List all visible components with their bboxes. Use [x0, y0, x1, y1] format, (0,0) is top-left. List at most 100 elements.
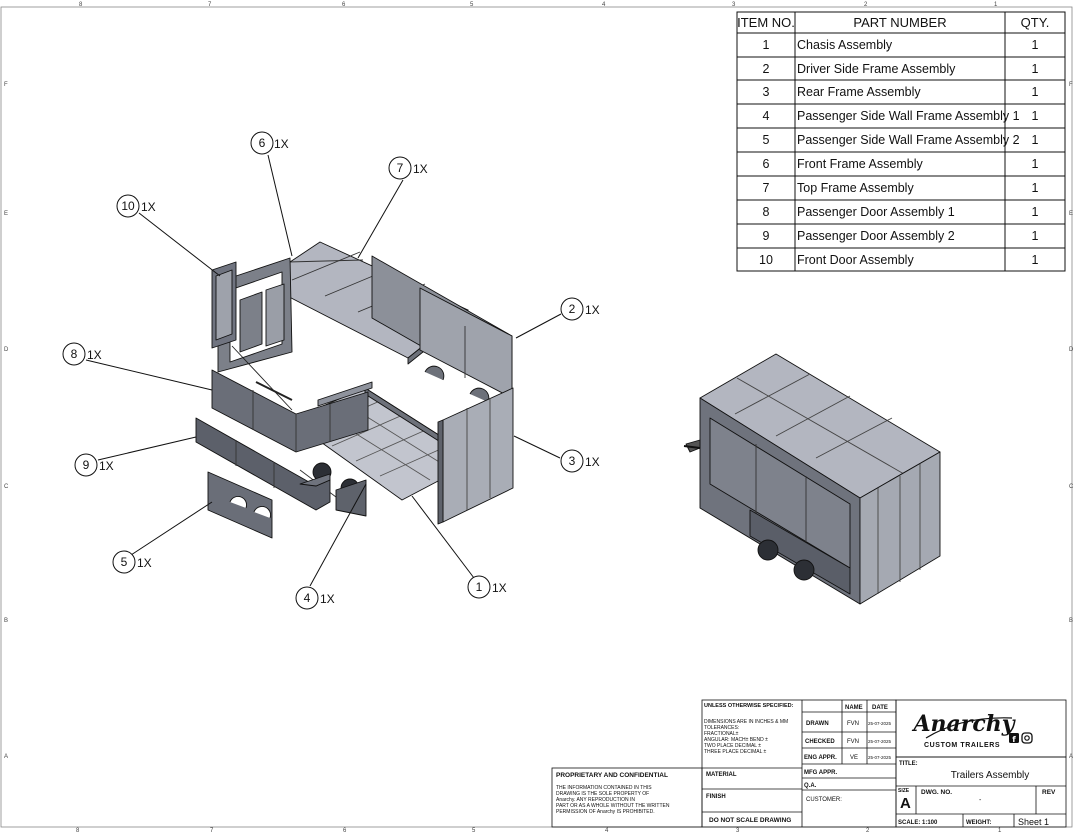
size-value: A — [900, 795, 911, 812]
eng-appr-label: ENG APPR. — [804, 755, 837, 761]
ruler-side-label: A — [1069, 754, 1073, 760]
ruler-side-label: A — [4, 754, 8, 760]
bom-item-no: 6 — [763, 157, 770, 171]
trailer-wheel — [757, 539, 779, 561]
balloons: 6 1X 7 1X 10 1X 2 1X 8 1X 3 1X — [62, 131, 600, 610]
passenger-side-wall-1-part — [335, 479, 367, 517]
date-col-header: DATE — [872, 705, 888, 711]
ruler-bottom-label: 6 — [343, 828, 347, 833]
bom-qty: 1 — [1032, 181, 1039, 195]
balloon-number: 8 — [71, 347, 78, 361]
balloon-number: 6 — [259, 136, 266, 150]
instagram-icon — [1021, 732, 1033, 744]
facebook-icon: f — [1009, 733, 1019, 744]
ruler-side-label: F — [4, 82, 8, 88]
bom-qty: 1 — [1032, 109, 1039, 123]
ruler-side-label: B — [4, 618, 8, 624]
checked-date: 25-07-2025 — [868, 739, 892, 744]
proprietary-line: Anarchy. ANY REPRODUCTION IN — [556, 797, 635, 803]
eng-appr-name: VE — [850, 755, 858, 761]
ruler-side-label: E — [1069, 211, 1073, 217]
balloon-number: 2 — [569, 302, 576, 316]
front-door-part — [211, 261, 237, 349]
bom-header-qty: QTY. — [1021, 15, 1050, 30]
ruler-bottom: 8 7 6 5 4 3 2 1 — [76, 828, 1002, 833]
material-label: MATERIAL — [706, 772, 737, 778]
bom-item-no: 2 — [763, 62, 770, 76]
balloon-number: 7 — [397, 161, 404, 175]
two-place-note: TWO PLACE DECIMAL ± — [704, 743, 761, 749]
bom-item-no: 5 — [763, 133, 770, 147]
svg-text:f: f — [1012, 735, 1016, 744]
bom-part-number: Chasis Assembly — [797, 38, 893, 52]
bom-part-number: Rear Frame Assembly — [797, 85, 921, 99]
balloon-qty: 1X — [492, 581, 507, 595]
bom-qty: 1 — [1032, 253, 1039, 267]
company-logo: Anarchy CUSTOM TRAILERS f — [911, 711, 1033, 749]
bom-qty: 1 — [1032, 157, 1039, 171]
ruler-bottom-label: 8 — [76, 828, 80, 833]
bom-qty: 1 — [1032, 133, 1039, 147]
balloon-number: 9 — [83, 458, 90, 472]
three-place-note: THREE PLACE DECIMAL ± — [704, 749, 767, 755]
balloon-qty: 1X — [585, 303, 600, 317]
rev-label: REV — [1042, 789, 1056, 796]
bom-part-number: Passenger Door Assembly 2 — [797, 229, 955, 243]
angular-note: ANGULAR: MACH± BEND ± — [704, 737, 768, 743]
mfg-appr-label: MFG APPR. — [804, 770, 837, 776]
bom-item-no: 8 — [763, 205, 770, 219]
ruler-top-label: 5 — [470, 2, 474, 8]
ruler-top-label: 3 — [732, 2, 736, 8]
proprietary-line: PART OR AS A WHOLE WITHOUT THE WRITTEN — [556, 803, 670, 809]
passenger-door-2-part — [195, 417, 331, 511]
ruler-top-label: 8 — [79, 2, 83, 8]
finish-label: FINISH — [706, 794, 726, 800]
logo-script: Anarchy — [911, 711, 1016, 737]
drawn-date: 25-07-2025 — [868, 721, 892, 726]
balloon-number: 4 — [304, 591, 311, 605]
bom-header-item: ITEM NO. — [737, 15, 795, 30]
ruler-top-label: 4 — [602, 2, 606, 8]
bom-table: ITEM NO. PART NUMBER QTY. 1 Chasis Assem… — [736, 11, 1066, 272]
ruler-bottom-label: 4 — [605, 828, 609, 833]
ruler-bottom-label: 5 — [472, 828, 476, 833]
checked-name: FVN — [847, 739, 859, 745]
title-block — [551, 699, 1067, 828]
checked-label: CHECKED — [805, 739, 835, 745]
proprietary-heading: PROPRIETARY AND CONFIDENTIAL — [556, 772, 668, 779]
balloon-qty: 1X — [320, 592, 335, 606]
bom-part-number: Passenger Side Wall Frame Assembly 1 — [797, 109, 1020, 123]
bom-part-number: Driver Side Frame Assembly — [797, 62, 956, 76]
ruler-side-label: E — [4, 211, 8, 217]
passenger-door-1-part — [211, 369, 369, 453]
ruler-top-label: 7 — [208, 2, 212, 8]
bom-item-no: 1 — [763, 38, 770, 52]
ruler-side-label: D — [1069, 347, 1074, 353]
driver-side-frame-part — [371, 255, 513, 403]
balloon-4: 4 1X — [295, 586, 335, 610]
balloon-qty: 1X — [87, 348, 102, 362]
balloon-qty: 1X — [141, 200, 156, 214]
weight-label: WEIGHT: — [966, 820, 991, 826]
ruler-top: 8 7 6 5 4 3 2 1 — [79, 2, 998, 8]
balloon-5: 5 1X — [112, 550, 152, 574]
bom-qty: 1 — [1032, 85, 1039, 99]
proprietary-line: THE INFORMATION CONTAINED IN THIS — [556, 785, 652, 791]
bom-item-no: 7 — [763, 181, 770, 195]
balloon-qty: 1X — [274, 137, 289, 151]
balloon-number: 1 — [476, 580, 483, 594]
balloon-2: 2 1X — [560, 297, 600, 321]
bom-part-number: Front Frame Assembly — [797, 157, 923, 171]
bom-qty: 1 — [1032, 229, 1039, 243]
ruler-bottom-label: 7 — [210, 828, 214, 833]
ruler-side-label: F — [1069, 82, 1073, 88]
dwg-no-label: DWG. NO. — [921, 789, 952, 796]
bom-qty: 1 — [1032, 205, 1039, 219]
ruler-side-label: C — [4, 484, 9, 490]
bom-item-no: 4 — [763, 109, 770, 123]
balloon-number: 5 — [121, 555, 128, 569]
bom-part-number: Passenger Side Wall Frame Assembly 2 — [797, 133, 1020, 147]
ruler-side: F E D C B A F E D C B A — [4, 82, 1074, 760]
balloon-qty: 1X — [137, 556, 152, 570]
